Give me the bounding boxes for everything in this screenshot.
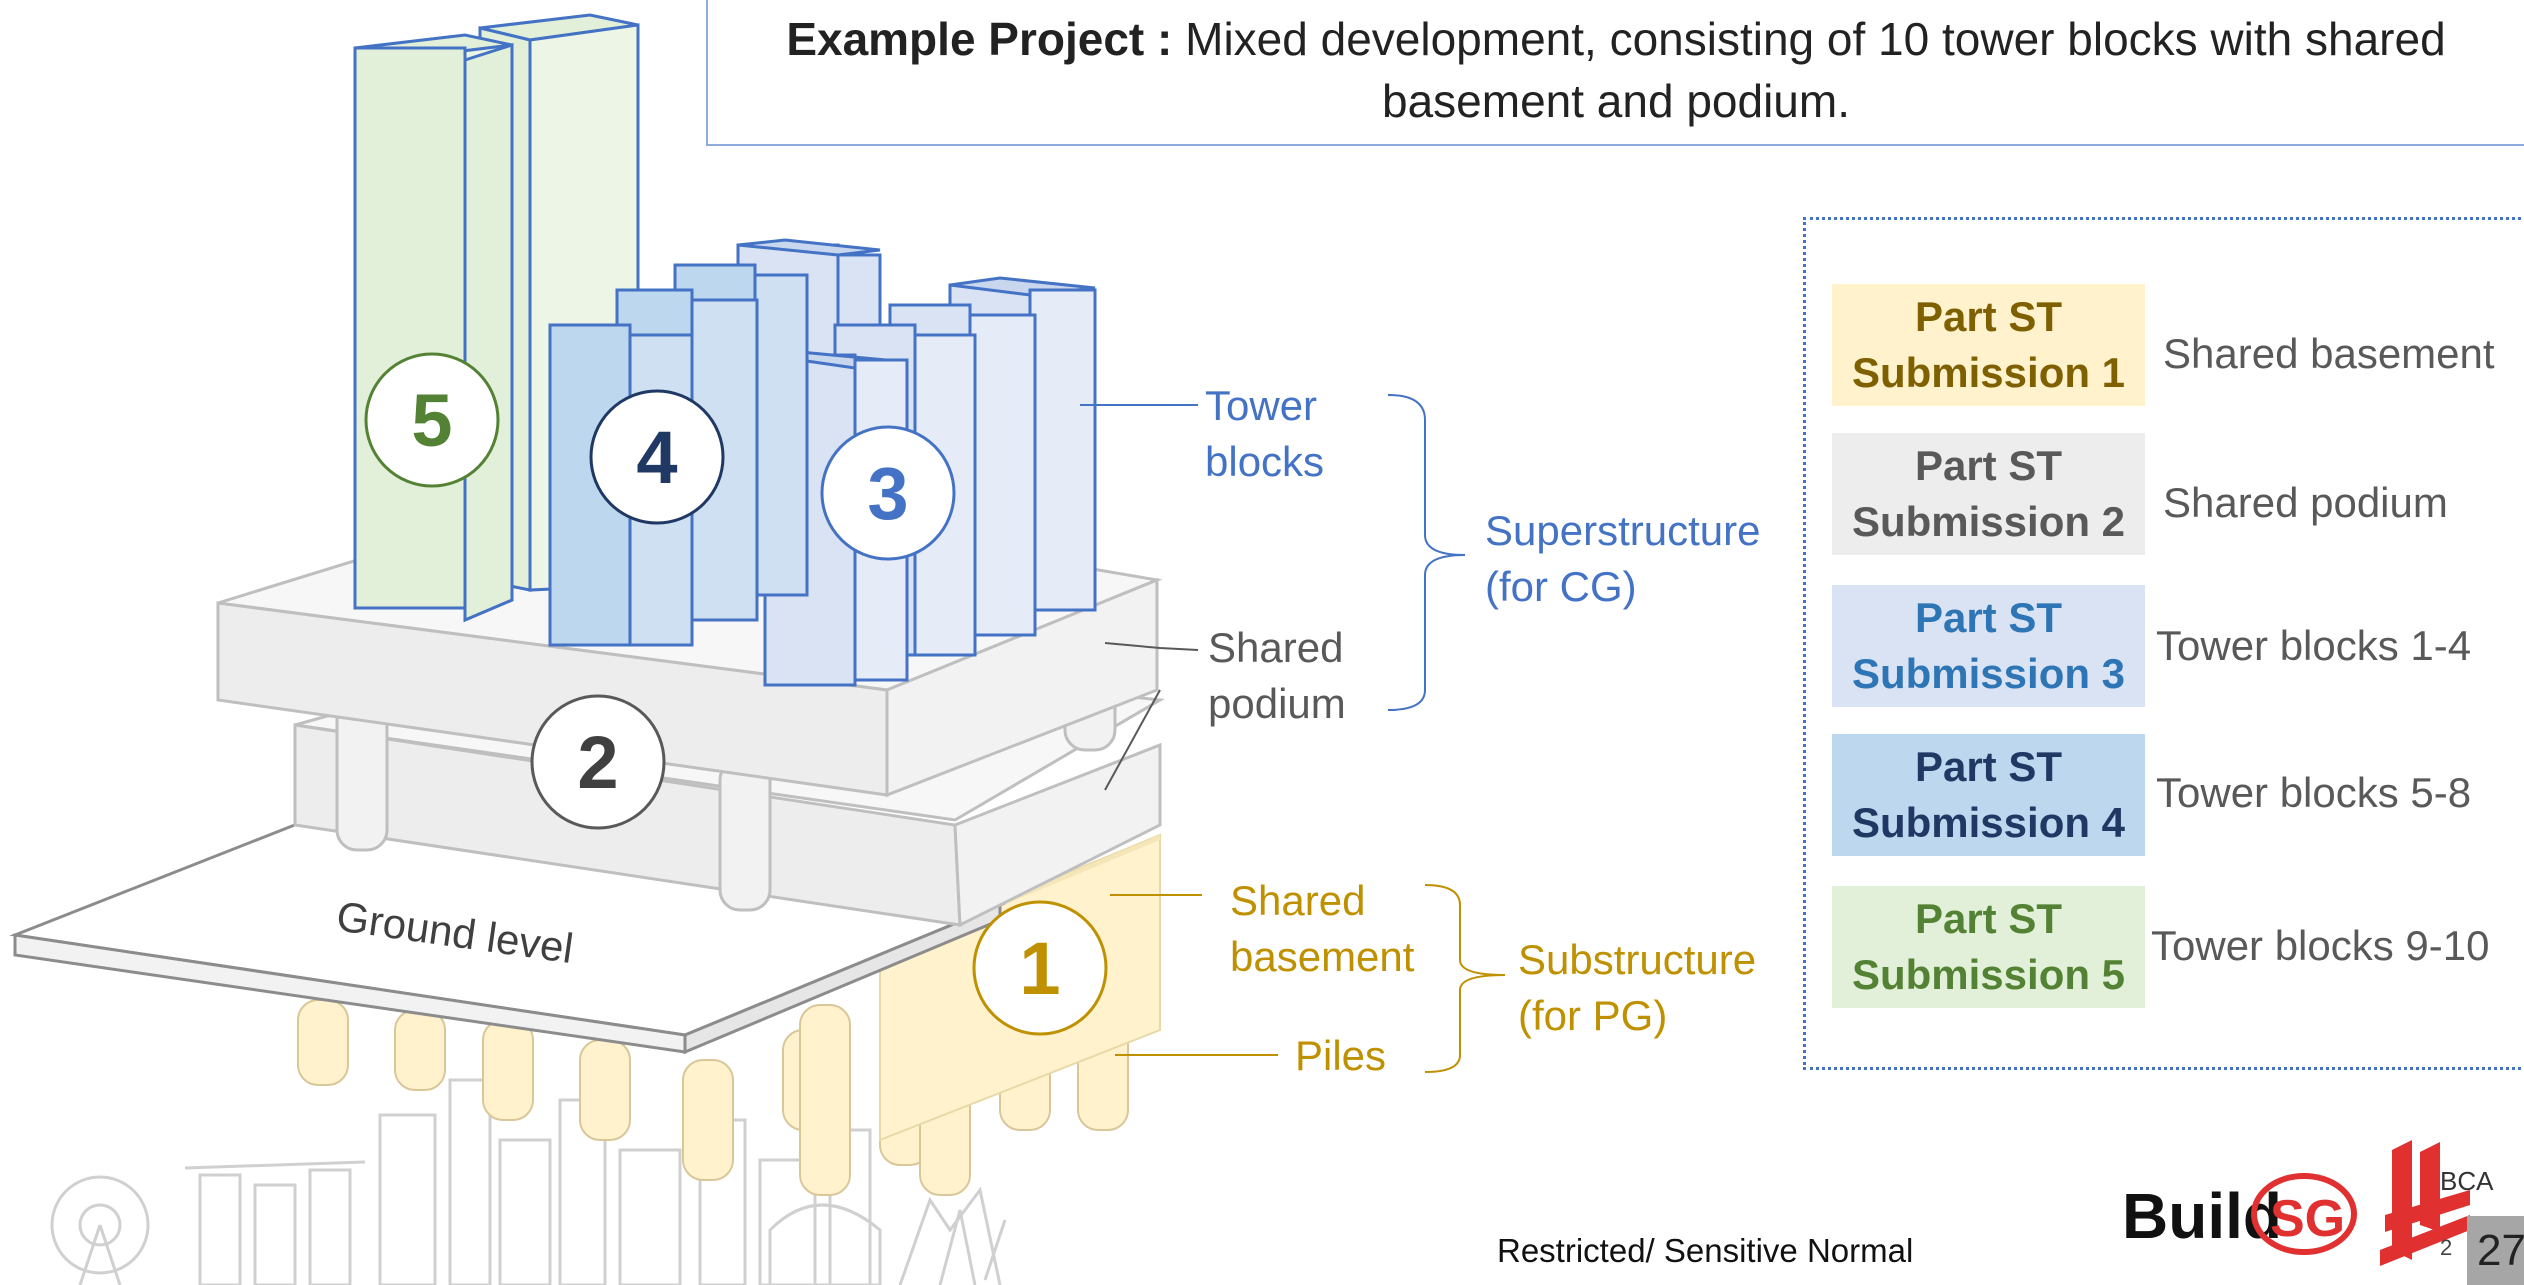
number-5: 5 [411,379,452,462]
title-bold: Example Project : [786,13,1173,65]
title-text: Mixed development, consisting of 10 towe… [1172,13,2446,127]
submission-5-desc: Tower blocks 9-10 [2151,922,2490,969]
number-circles [364,352,1108,1036]
number-4: 4 [636,416,677,499]
buildsg-logo: Build SG [2122,1173,2357,1255]
ground-slab [9,813,1006,1055]
title-box: Example Project : Mixed development, con… [706,0,2524,146]
shared-basement-label: Shared basement [1230,877,1415,980]
submission-2-desc: Shared podium [2163,479,2448,526]
classification-label: Restricted/ Sensitive Normal [1497,1232,1914,1269]
page-number: 27 [2467,1216,2524,1285]
number-1: 1 [1019,927,1060,1010]
submission-1-desc: Shared basement [2163,330,2495,377]
shared-podium-label: Shared podium [1208,624,1346,727]
submission-4-badge: Part ST Submission 4 [1832,734,2145,856]
logo-bca-text: BCA [2440,1166,2494,1196]
submission-3-badge: Part ST Submission 3 [1832,585,2145,707]
number-labels: 1 2 3 4 5 [411,379,1060,1010]
superstructure-label: Superstructure (for CG) [1485,507,1761,610]
bca-logo: BCA [2380,1140,2494,1266]
page-small-number: 2 [2440,1235,2453,1260]
submission-2-badge: Part ST Submission 2 [1832,433,2145,555]
tower-blocks-label: Tower blocks [1205,382,1325,485]
submission-3-desc: Tower blocks 1-4 [2156,622,2472,669]
logo-sg-text: SG [2270,1190,2345,1248]
submission-4-desc: Tower blocks 5-8 [2156,769,2472,816]
number-3: 3 [867,452,908,535]
submission-1-badge: Part ST Submission 1 [1832,284,2145,406]
logo-build-text: Build [2122,1180,2282,1252]
piles-label: Piles [1295,1032,1387,1079]
submission-5-badge: Part ST Submission 5 [1832,886,2145,1008]
skyline-illustration [50,1078,1007,1285]
leader-lines [1080,394,1506,1073]
number-2: 2 [577,721,618,804]
substructure-label: Substructure (for PG) [1518,936,1757,1039]
submissions-legend: Part ST Submission 1 Shared basement Par… [1803,217,2524,1070]
